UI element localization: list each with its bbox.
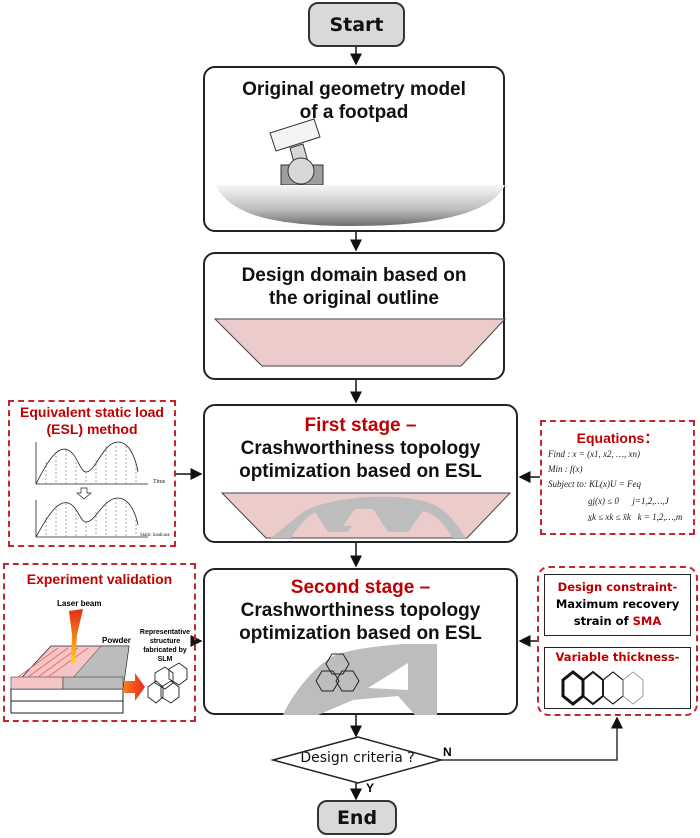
- esl-bottom-xlabel: Static loadcase: [140, 533, 170, 538]
- constraint-sma-highlight: SMA: [632, 614, 662, 628]
- end-terminal: End: [317, 800, 397, 835]
- start-terminal: Start: [308, 2, 405, 47]
- design-domain-shape: [213, 318, 507, 367]
- slm-process-image: [10, 609, 188, 714]
- equation-line-find: Find : x = (x1, x2, …, xn): [548, 449, 641, 459]
- second-stage-topology-image: [283, 644, 437, 715]
- step4-title-line1: Crashworthiness topology: [240, 600, 481, 621]
- laser-beam-icon: [69, 609, 83, 663]
- sma-constraint-box: Design constraint- Maximum recovery stra…: [544, 574, 691, 636]
- variable-thickness-box: Variable thickness-: [544, 647, 691, 709]
- footpad-strut-icon: [269, 118, 324, 186]
- decision-no-label: N: [443, 745, 452, 759]
- constraint-line3-prefix: strain of: [573, 614, 633, 628]
- structure-label-line: SLM: [157, 656, 173, 663]
- esl-plots-image: [35, 441, 148, 538]
- step4-title-line2: optimization based on ESL: [239, 623, 482, 644]
- hexagon-cells-icon: [315, 653, 360, 692]
- step-original-geometry: Original geometry model of a footpad: [203, 66, 505, 232]
- constraint-line3: strain of SMA: [545, 613, 690, 630]
- arrow-decision-no-to-constraint: [440, 716, 623, 761]
- powder-label: Powder: [102, 636, 131, 645]
- structure-label-line: Representative: [139, 629, 191, 636]
- footpad-model-image: [216, 118, 505, 226]
- step1-title-line2: of a footpad: [299, 102, 409, 123]
- half-topology-structure-icon: [283, 644, 437, 715]
- esl-title-line1: Equivalent static load: [20, 404, 164, 420]
- structure-label: Representative structure fabricated by S…: [135, 628, 195, 664]
- experiment-validation-panel: Experiment validation Laser beam Powder …: [3, 563, 196, 722]
- constraint-line2: Maximum recovery: [555, 597, 680, 611]
- esl-title-line2: (ESL) method: [46, 421, 138, 437]
- step3-title-line2: optimization based on ESL: [239, 461, 482, 482]
- equation-line-min: Min : f(x): [548, 464, 583, 474]
- esl-method-panel: Equivalent static load (ESL) method Time…: [8, 400, 176, 547]
- step-second-stage: Second stage – Crashworthiness topology …: [203, 568, 518, 715]
- equations-panel: Equations： Find : x = (x1, x2, …, xn) Mi…: [540, 420, 695, 535]
- decision-yes-label: Y: [366, 781, 375, 795]
- step-design-domain: Design domain based on the original outl…: [203, 252, 507, 380]
- step1-title-line1: Original geometry model: [242, 79, 466, 100]
- graded-hexagons-icon: [561, 670, 644, 706]
- experiment-title: Experiment validation: [26, 571, 173, 587]
- step2-title-line1: Design domain based on: [241, 265, 467, 286]
- laser-beam-label: Laser beam: [57, 599, 102, 608]
- structure-label-line: structure: [149, 638, 181, 645]
- step3-stage-label: First stage –: [304, 415, 417, 436]
- decision-diamond: [270, 736, 444, 784]
- esl-top-xlabel: Time: [153, 479, 166, 485]
- design-constraint-panel: Design constraint- Maximum recovery stra…: [537, 566, 698, 716]
- topology-structure-icon: [271, 496, 466, 538]
- step-first-stage: First stage – Crashworthiness topology o…: [203, 404, 518, 543]
- structure-label-line: fabricated by: [143, 647, 187, 654]
- equations-title: Equations：: [576, 430, 659, 446]
- equation-line-subject: Subject to: KL(x)U = Feq: [548, 479, 642, 489]
- variable-thickness-title: Variable thickness-: [555, 650, 680, 664]
- down-arrow-icon: [76, 487, 92, 500]
- constraint-title: Design constraint-: [557, 580, 678, 594]
- right-arrow-icon: [124, 673, 145, 701]
- footpad-bowl-icon: [216, 185, 505, 226]
- start-label: Start: [329, 13, 384, 36]
- equation-line-constraint: gj(x) ≤ 0 j=1,2,…,J: [588, 496, 669, 506]
- step3-title-line1: Crashworthiness topology: [240, 438, 481, 459]
- lattice-structure-icon: [147, 662, 188, 704]
- equation-line-bounds: x̲k ≤ xk ≤ x̄k k = 1,2,…,m: [588, 512, 683, 522]
- step4-stage-label: Second stage –: [290, 577, 431, 598]
- decision-label: Design criteria ?: [300, 750, 415, 766]
- first-stage-topology-image: [220, 492, 512, 539]
- end-label: End: [336, 806, 378, 829]
- step2-title-line2: the original outline: [269, 288, 439, 309]
